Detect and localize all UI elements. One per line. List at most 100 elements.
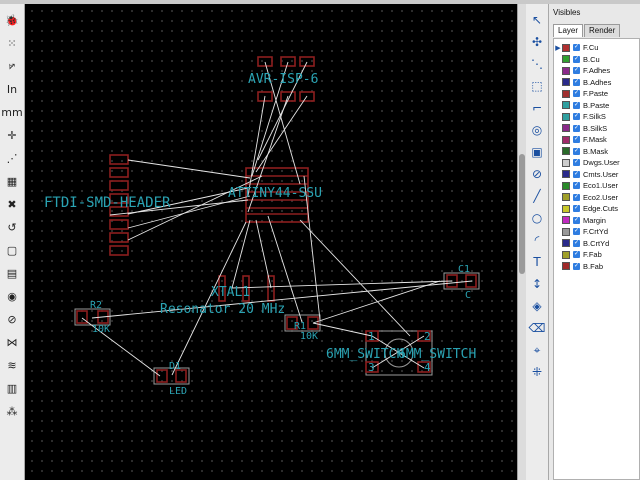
pcb-canvas[interactable]: AVR-ISP-6 FTDI-SMD-HEADER ATTINY44-SSU X… (25, 4, 517, 480)
ftdi-footprint[interactable] (109, 154, 129, 256)
layer-row[interactable]: ✓B.Fab (554, 261, 639, 272)
board-drawing[interactable]: AVR-ISP-6 FTDI-SMD-HEADER ATTINY44-SSU X… (25, 4, 517, 480)
layer-row[interactable]: ✓F.Adhes (554, 65, 639, 76)
layer-row[interactable]: ✓F.Paste (554, 88, 639, 99)
layer-color-swatch[interactable] (562, 135, 570, 144)
show-filled-zones-icon[interactable]: ↺ (7, 220, 17, 234)
polar-coords-icon[interactable]: ⦬ (8, 59, 16, 72)
tracks-sketch-icon[interactable]: ⋈ (6, 335, 18, 349)
layer-row[interactable]: ✓B.Cu (554, 54, 639, 65)
layer-color-swatch[interactable] (562, 250, 570, 259)
layer-color-swatch[interactable] (562, 147, 570, 155)
place-target-icon[interactable]: ◈ (532, 299, 542, 313)
layer-visibility-checkbox[interactable]: ✓ (573, 90, 580, 97)
layer-row[interactable]: ✓F.SilkS (554, 111, 639, 122)
layer-visibility-checkbox[interactable]: ✓ (573, 159, 580, 166)
layer-visibility-checkbox[interactable]: ✓ (573, 78, 580, 86)
layer-color-swatch[interactable] (562, 193, 570, 201)
layer-color-swatch[interactable] (562, 55, 570, 63)
r1-footprint[interactable] (284, 314, 321, 332)
add-via-icon[interactable]: ◎ (531, 123, 543, 137)
layer-row[interactable]: ✓Eco2.User (554, 192, 639, 203)
scrollbar-thumb[interactable] (519, 154, 525, 274)
layer-row[interactable]: ▶✓F.Cu (554, 42, 639, 53)
layer-visibility-checkbox[interactable]: ✓ (573, 147, 580, 155)
layer-visibility-checkbox[interactable]: ✓ (573, 262, 580, 270)
layer-row[interactable]: ✓B.Adhes (554, 77, 639, 88)
auto-delete-tracks-icon[interactable]: ✖ (7, 197, 17, 211)
layer-visibility-checkbox[interactable]: ✓ (573, 101, 580, 109)
layer-color-swatch[interactable] (562, 170, 570, 178)
d1-footprint[interactable] (153, 367, 190, 385)
layer-visibility-checkbox[interactable]: ✓ (573, 136, 580, 143)
cursor-shape-icon[interactable]: ✛ (7, 128, 17, 142)
zone-sketch-icon[interactable]: ▤ (6, 266, 18, 280)
layer-visibility-checkbox[interactable]: ✓ (573, 228, 580, 235)
layer-visibility-checkbox[interactable]: ✓ (573, 182, 580, 189)
layer-color-swatch[interactable] (562, 89, 570, 98)
layer-color-swatch[interactable] (562, 239, 570, 247)
layer-row[interactable]: ✓Margin (554, 215, 639, 226)
layer-color-swatch[interactable] (562, 204, 570, 213)
layer-visibility-checkbox[interactable]: ✓ (573, 113, 580, 120)
layer-visibility-checkbox[interactable]: ✓ (573, 251, 580, 258)
layer-row[interactable]: ✓Eco1.User (554, 180, 639, 191)
layer-color-swatch[interactable] (562, 112, 570, 121)
tab-render[interactable]: Render (584, 24, 621, 37)
grid-origin-icon[interactable]: ⁜ (531, 365, 543, 379)
show-ratsnest-icon[interactable]: ⋰ (6, 151, 18, 165)
layer-visibility-checkbox[interactable]: ✓ (573, 193, 580, 201)
layer-row[interactable]: ✓Cmts.User (554, 169, 639, 180)
zone-outline-icon[interactable]: ▢ (6, 243, 18, 257)
layer-visibility-checkbox[interactable]: ✓ (573, 205, 580, 212)
layer-visibility-checkbox[interactable]: ✓ (573, 44, 580, 51)
avr-isp-footprint[interactable] (257, 56, 315, 102)
layer-color-swatch[interactable] (562, 262, 570, 270)
vias-sketch-icon[interactable]: ⊘ (7, 312, 17, 326)
add-zone-icon[interactable]: ▣ (531, 145, 543, 159)
vertical-scrollbar[interactable] (517, 4, 526, 480)
layer-row[interactable]: ✓F.CrtYd (554, 226, 639, 237)
highlight-net-icon[interactable]: ✣ (531, 35, 543, 49)
tab-layer[interactable]: Layer (553, 24, 584, 37)
delete-icon[interactable]: ⌫ (528, 321, 546, 335)
layer-row[interactable]: ✓B.Paste (554, 100, 639, 111)
units-inch-icon[interactable]: In (6, 82, 18, 96)
route-track-icon[interactable]: ⌐ (531, 101, 543, 115)
add-footprint-icon[interactable]: ⬚ (531, 79, 543, 93)
add-keepout-icon[interactable]: ⊘ (531, 167, 543, 181)
layer-visibility-checkbox[interactable]: ✓ (573, 67, 580, 74)
layer-row[interactable]: ✓F.Mask (554, 134, 639, 145)
layer-row[interactable]: ✓F.Fab (554, 249, 639, 260)
units-mm-icon[interactable]: mm (1, 105, 23, 119)
layer-row[interactable]: ✓Edge.Cuts (554, 203, 639, 214)
layer-color-swatch[interactable] (562, 101, 570, 109)
layers-manager-icon[interactable]: ▥ (6, 381, 18, 395)
layer-visibility-checkbox[interactable]: ✓ (573, 55, 580, 63)
select-arrow-icon[interactable]: ↖ (531, 13, 543, 27)
add-line-icon[interactable]: ╱ (533, 189, 541, 203)
layer-visibility-checkbox[interactable]: ✓ (573, 216, 580, 224)
layer-row[interactable]: ✓B.CrtYd (554, 238, 639, 249)
add-arc-icon[interactable]: ◜ (534, 233, 540, 247)
layer-color-swatch[interactable] (562, 216, 570, 224)
layer-color-swatch[interactable] (562, 158, 570, 167)
layer-color-swatch[interactable] (562, 78, 570, 86)
layer-visibility-checkbox[interactable]: ✓ (573, 239, 580, 247)
layer-color-swatch[interactable] (562, 43, 570, 52)
set-origin-icon[interactable]: ⌖ (533, 342, 541, 357)
layer-visibility-checkbox[interactable]: ✓ (573, 170, 580, 178)
microwave-tools-icon[interactable]: ⁂ (6, 404, 18, 418)
module-ratsnest-icon[interactable]: ▦ (6, 174, 18, 188)
layer-row[interactable]: ✓B.SilkS (554, 123, 639, 134)
layer-visibility-checkbox[interactable]: ✓ (573, 124, 580, 132)
layer-color-swatch[interactable] (562, 66, 570, 75)
high-contrast-icon[interactable]: ≋ (7, 358, 17, 372)
drc-bug-icon[interactable]: 🐞 (5, 13, 19, 27)
switch-footprint[interactable] (365, 330, 433, 376)
local-ratsnest-icon[interactable]: ⋱ (531, 57, 543, 71)
layer-row[interactable]: ✓Dwgs.User (554, 157, 639, 168)
add-text-icon[interactable]: T (533, 255, 541, 269)
layer-color-swatch[interactable] (562, 227, 570, 236)
add-dimension-icon[interactable]: ↕ (531, 277, 543, 291)
